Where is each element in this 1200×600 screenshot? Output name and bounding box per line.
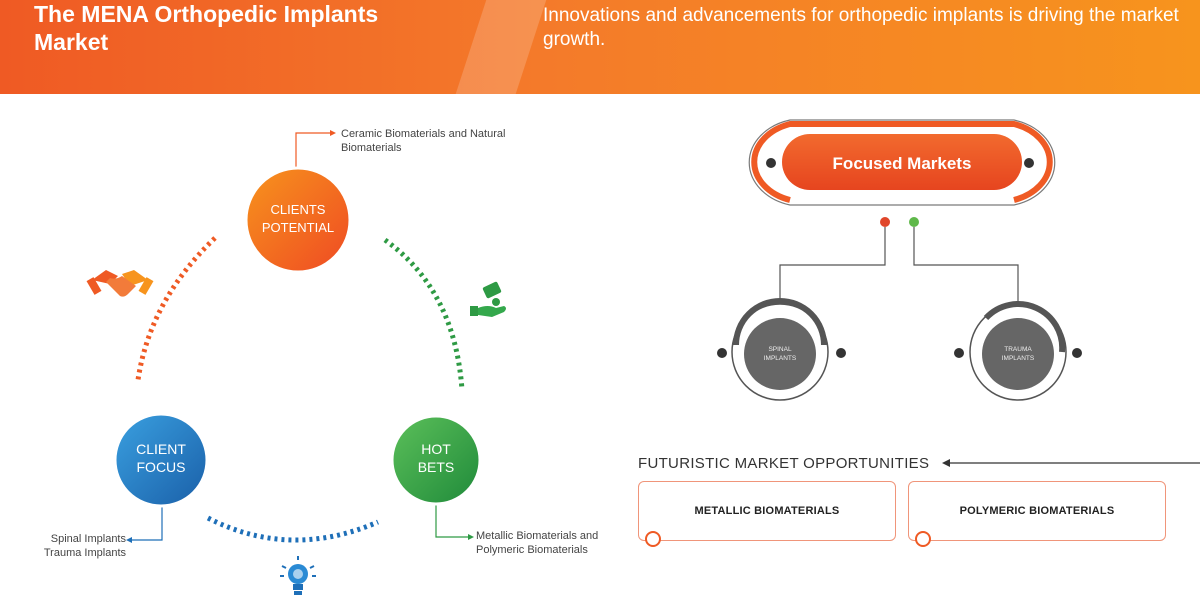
spinal-implants-node: SPINAL IMPLANTS [717,298,846,401]
lightbulb-icon [280,556,316,595]
opportunity-polymeric-dot [915,531,931,547]
client-focus-note-line2: Trauma Implants [43,547,126,559]
connector-right [913,227,1019,305]
trauma-implants-node: TRAUMA IMPLANTS [954,301,1082,401]
spinal-implants-line2: IMPLANTS [764,355,797,362]
connector-dot-red [880,217,890,227]
opportunities-arrow-head [942,459,950,467]
clients-potential-line1: CLIENTS [271,202,326,217]
hot-bets-node: HOT BETS [390,414,482,506]
client-focus-note: Spinal Implants Trauma Implants [18,532,126,560]
money-hand-icon [470,281,506,317]
hot-bets-note: Metallic Biomaterials and Polymeric Biom… [476,530,599,556]
clients-potential-note: Ceramic Biomaterials and Natural Biomate… [341,128,506,154]
arc-blue [206,515,379,543]
handshake-icon [86,270,154,297]
note-arrow-hotbets [468,534,474,540]
opportunity-metallic-dot [645,531,661,547]
client-focus-line2: FOCUS [137,459,186,475]
arc-orange [135,236,217,381]
header-banner: The MENA Orthopedic Implants Market Inno… [0,0,1200,94]
opportunity-metallic-label: METALLIC BIOMATERIALS [694,505,840,517]
spinal-implants-line1: SPINAL [768,346,792,353]
arc-green [383,237,465,391]
clients-potential-node: CLIENTS POTENTIAL [244,166,352,274]
trauma-implants-line2: IMPLANTS [1002,355,1035,362]
opportunity-polymeric: POLYMERIC BIOMATERIALS [908,481,1166,547]
focused-markets-title: Focused Markets [833,154,972,173]
page-title: The MENA Orthopedic Implants Market [34,1,379,55]
note-line-clients [295,132,332,168]
note-arrow-clients [330,130,336,136]
client-focus-line1: CLIENT [136,441,186,457]
hot-bets-line2: BETS [418,459,455,475]
opportunity-polymeric-label: POLYMERIC BIOMATERIALS [959,505,1115,517]
focused-markets-pill: Focused Markets [748,119,1056,206]
hot-bets-line1: HOT [421,441,451,457]
note-line-focus [130,500,163,541]
note-line-hotbets [435,500,470,538]
opportunities-title: FUTURISTIC MARKET OPPORTUNITIES [638,455,930,472]
page-subtitle: Innovations and advancements for orthope… [543,5,1179,50]
connector-left [779,227,886,305]
client-focus-node: CLIENT FOCUS [113,412,209,508]
opportunity-metallic: METALLIC BIOMATERIALS [638,481,896,547]
client-focus-note-line1: Spinal Implants [50,533,126,545]
note-arrow-focus [126,537,132,543]
trauma-implants-line1: TRAUMA [1004,346,1032,353]
clients-potential-line2: POTENTIAL [262,220,334,235]
connector-dot-green [909,217,919,227]
